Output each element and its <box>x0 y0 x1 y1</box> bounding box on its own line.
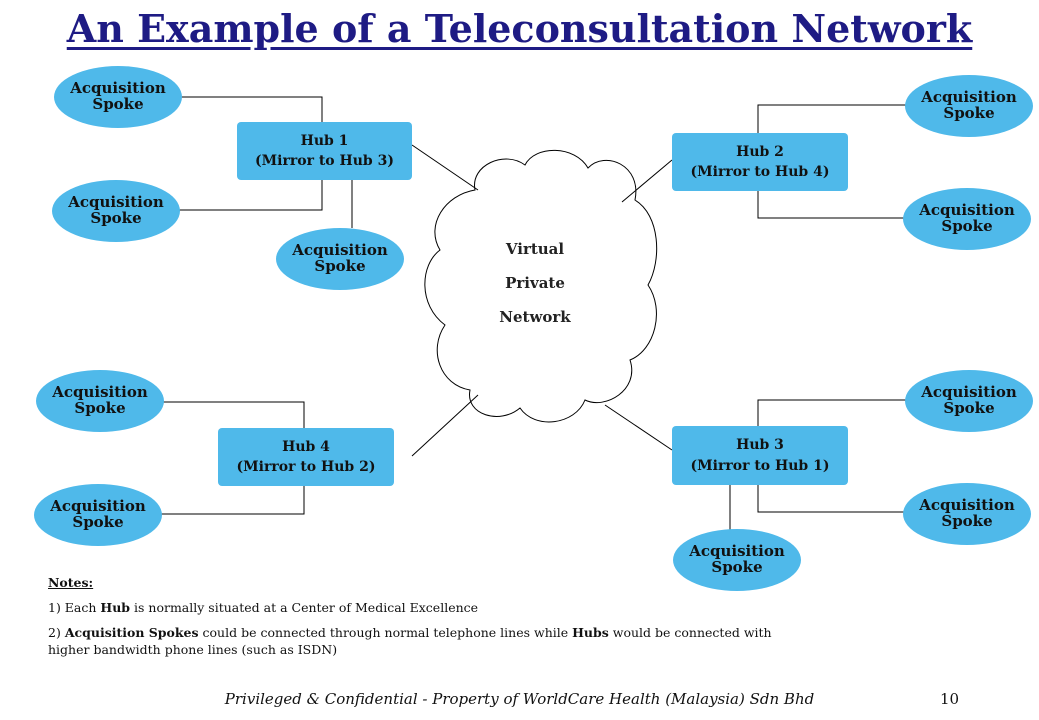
spoke-label-line1: Acquisition <box>921 383 1017 402</box>
hub-1-mirror: (Mirror to Hub 3) <box>255 153 394 169</box>
notes-section: Notes: 1) Each Hub is normally situated … <box>48 575 808 667</box>
note-1: 1) Each Hub is normally situated at a Ce… <box>48 600 808 617</box>
hub-2-mirror: (Mirror to Hub 4) <box>690 164 830 180</box>
spoke-label-line2: Spoke <box>90 209 142 227</box>
notes-heading: Notes: <box>48 575 94 590</box>
note-1-prefix: 1) Each <box>48 599 101 615</box>
hub-2: Hub 2 (Mirror to Hub 4) <box>672 133 848 191</box>
acquisition-spoke: Acquisition Spoke <box>54 66 182 128</box>
acquisition-spoke: Acquisition Spoke <box>903 483 1031 545</box>
hub-4: Hub 4 (Mirror to Hub 2) <box>218 428 394 486</box>
spoke-label-line2: Spoke <box>711 558 763 576</box>
slide-title: An Example of a Teleconsultation Network <box>66 6 973 51</box>
acquisition-spoke: Acquisition Spoke <box>52 180 180 242</box>
footer-confidential: Privileged & Confidential - Property of … <box>224 690 815 708</box>
spoke-label-line2: Spoke <box>941 512 993 530</box>
spoke-label-line1: Acquisition <box>292 241 388 260</box>
spoke-label-line1: Acquisition <box>52 383 148 402</box>
spoke-label-line1: Acquisition <box>50 497 146 516</box>
vpn-cloud-outline <box>424 149 658 423</box>
hub-3-mirror: (Mirror to Hub 1) <box>690 457 830 474</box>
hub-4-mirror: (Mirror to Hub 2) <box>236 459 376 475</box>
spoke-label-line2: Spoke <box>943 104 995 122</box>
spoke-label-line1: Acquisition <box>70 79 166 98</box>
spoke-label-line2: Spoke <box>943 399 995 417</box>
hub-3-name: Hub 3 <box>736 437 784 454</box>
acquisition-spoke: Acquisition Spoke <box>905 75 1033 137</box>
note-1-suffix: is normally situated at a Center of Medi… <box>130 599 479 615</box>
spoke-label-line1: Acquisition <box>921 88 1017 107</box>
note-1-bold: Hub <box>100 599 131 615</box>
vpn-label-line2: Private <box>505 274 565 292</box>
acquisition-spoke: Acquisition Spoke <box>36 370 164 432</box>
spoke-label-line1: Acquisition <box>919 201 1015 220</box>
spoke-label-line2: Spoke <box>92 95 144 113</box>
spoke-label-line1: Acquisition <box>919 496 1015 515</box>
vpn-label-line3: Network <box>499 308 571 326</box>
spoke-label-line1: Acquisition <box>689 542 785 561</box>
note-2-mid: could be connected through normal teleph… <box>198 624 573 640</box>
hub-4-name: Hub 4 <box>282 438 330 455</box>
hub-3: Hub 3 (Mirror to Hub 1) <box>672 426 848 485</box>
hub-1: Hub 1 (Mirror to Hub 3) <box>237 122 412 180</box>
spoke-label-line1: Acquisition <box>68 193 164 212</box>
note-2-suffix: would be connected with higher bandwidth… <box>48 624 772 657</box>
page-number: 10 <box>940 690 960 708</box>
spoke-label-line2: Spoke <box>941 217 993 235</box>
acquisition-spoke: Acquisition Spoke <box>673 529 801 591</box>
note-2-bold-spokes: Acquisition Spokes <box>64 624 199 640</box>
hub-2-name: Hub 2 <box>736 143 784 160</box>
acquisition-spoke: Acquisition Spoke <box>34 484 162 546</box>
note-2-bold-hubs: Hubs <box>572 624 609 640</box>
spoke-label-line2: Spoke <box>74 399 126 417</box>
hub-1-name: Hub 1 <box>300 132 349 149</box>
note-2: 2) Acquisition Spokes could be connected… <box>48 625 808 659</box>
acquisition-spoke: Acquisition Spoke <box>276 228 404 290</box>
acquisition-spoke: Acquisition Spoke <box>905 370 1033 432</box>
acquisition-spoke: Acquisition Spoke <box>903 188 1031 250</box>
note-2-prefix: 2) <box>48 624 65 640</box>
spoke-label-line2: Spoke <box>314 257 366 275</box>
vpn-label-line1: Virtual <box>505 240 565 258</box>
spoke-label-line2: Spoke <box>72 513 124 531</box>
